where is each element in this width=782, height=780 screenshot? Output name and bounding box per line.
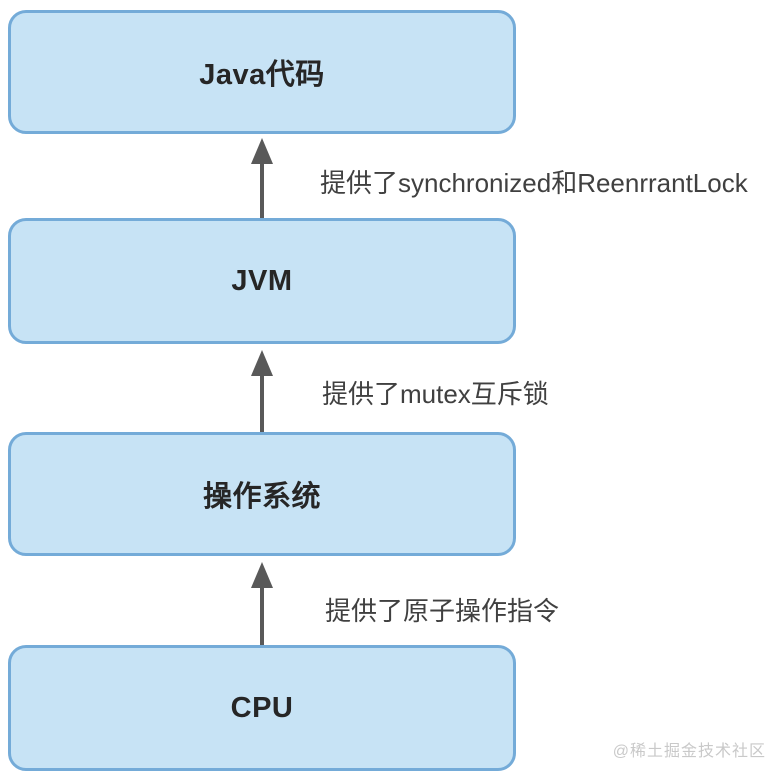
arrow-os-to-jvm (250, 350, 274, 434)
layer-label-cpu: CPU (230, 691, 294, 724)
arrow-head-icon (251, 562, 273, 588)
arrow-label-jvm-to-java: 提供了synchronized和ReenrrantLock (320, 168, 748, 198)
layer-label-jvm: JVM (231, 264, 293, 297)
layer-box-cpu: CPU (8, 645, 516, 771)
layer-label-java-code: Java代码 (199, 59, 325, 91)
arrow-label-cpu-to-os: 提供了原子操作指令 (325, 596, 560, 626)
arrow-shaft (260, 582, 264, 646)
layer-box-java-code: Java代码 (8, 10, 516, 134)
arrow-shaft (260, 370, 264, 434)
arrow-cpu-to-os (250, 562, 274, 646)
watermark: @稀土掘金技术社区 (612, 743, 766, 760)
arrow-jvm-to-java (250, 138, 274, 220)
arrow-shaft (260, 158, 264, 220)
layer-box-jvm: JVM (8, 218, 516, 344)
arrow-label-os-to-jvm: 提供了mutex互斥锁 (322, 379, 549, 409)
arrow-head-icon (251, 138, 273, 164)
layer-box-os: 操作系统 (8, 432, 516, 556)
arrow-head-icon (251, 350, 273, 376)
layer-label-os: 操作系统 (202, 481, 321, 513)
